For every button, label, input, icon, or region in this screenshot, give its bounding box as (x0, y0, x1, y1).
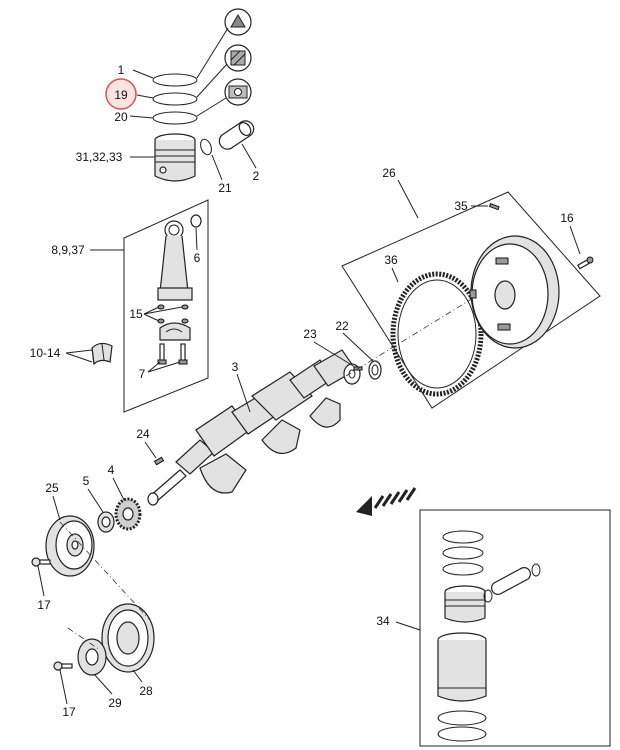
connecting-rod-group (123, 199, 209, 413)
callout-4[interactable]: 4 (108, 463, 115, 477)
flywheel-group (341, 191, 601, 409)
callout-5[interactable]: 5 (83, 474, 90, 488)
crankshaft-gear-small (97, 511, 115, 533)
callout-24[interactable]: 24 (136, 427, 150, 441)
callout-29[interactable]: 29 (108, 696, 122, 710)
piston-pin-circlip (200, 138, 212, 156)
woodruff-key (153, 456, 165, 466)
piston-pin (218, 120, 255, 150)
callout-2[interactable]: 2 (253, 169, 260, 183)
damper-bolt (53, 661, 73, 671)
piston (154, 133, 196, 182)
callout-15[interactable]: 15 (129, 307, 143, 321)
callout-1[interactable]: 1 (118, 63, 125, 77)
damper-hub (77, 638, 107, 676)
callout-20[interactable]: 20 (114, 110, 128, 124)
callout-6[interactable]: 6 (194, 251, 201, 265)
callout-34[interactable]: 34 (376, 614, 390, 628)
cylinder-liner-group (419, 509, 611, 747)
callout-31-32-33[interactable]: 31,32,33 (76, 150, 123, 164)
direction-arrow-icon (356, 487, 417, 516)
callout-17-pulley[interactable]: 17 (37, 598, 51, 612)
rear-oil-seal (368, 360, 382, 380)
vibration-damper (101, 603, 155, 673)
callout-23[interactable]: 23 (303, 327, 317, 341)
callout-7[interactable]: 7 (139, 367, 146, 381)
callout-19[interactable]: 19 (114, 88, 128, 102)
piston-rings (152, 27, 229, 125)
ring-profile-triangle-icon (224, 8, 252, 36)
callout-17-damper[interactable]: 17 (62, 705, 76, 719)
ring-profile-oil-ring-icon (224, 78, 252, 106)
ring-profile-icons (224, 8, 252, 106)
crankshaft (147, 349, 361, 506)
callout-35[interactable]: 35 (454, 199, 468, 213)
callout-25[interactable]: 25 (45, 481, 59, 495)
crankshaft-pulley (45, 515, 95, 577)
leader-lines (37, 69, 581, 705)
highlight-circle (105, 78, 137, 110)
callout-22[interactable]: 22 (335, 319, 349, 333)
callout-10-14[interactable]: 10-14 (30, 346, 61, 360)
callout-21[interactable]: 21 (218, 181, 232, 195)
main-bearing-shells (91, 342, 113, 366)
callout-28[interactable]: 28 (139, 684, 153, 698)
callout-16[interactable]: 16 (560, 211, 574, 225)
callout-36[interactable]: 36 (384, 253, 398, 267)
callout-3[interactable]: 3 (232, 360, 239, 374)
callout-26[interactable]: 26 (382, 166, 396, 180)
crankshaft-gear (114, 497, 142, 531)
callout-8-9-37[interactable]: 8,9,37 (51, 243, 85, 257)
pulley-bolt (31, 557, 51, 567)
callout-labels: 1 19 20 31,32,33 21 2 8,9,37 6 15 10-14 … (30, 63, 574, 719)
ring-profile-hatched-icon (224, 44, 252, 72)
